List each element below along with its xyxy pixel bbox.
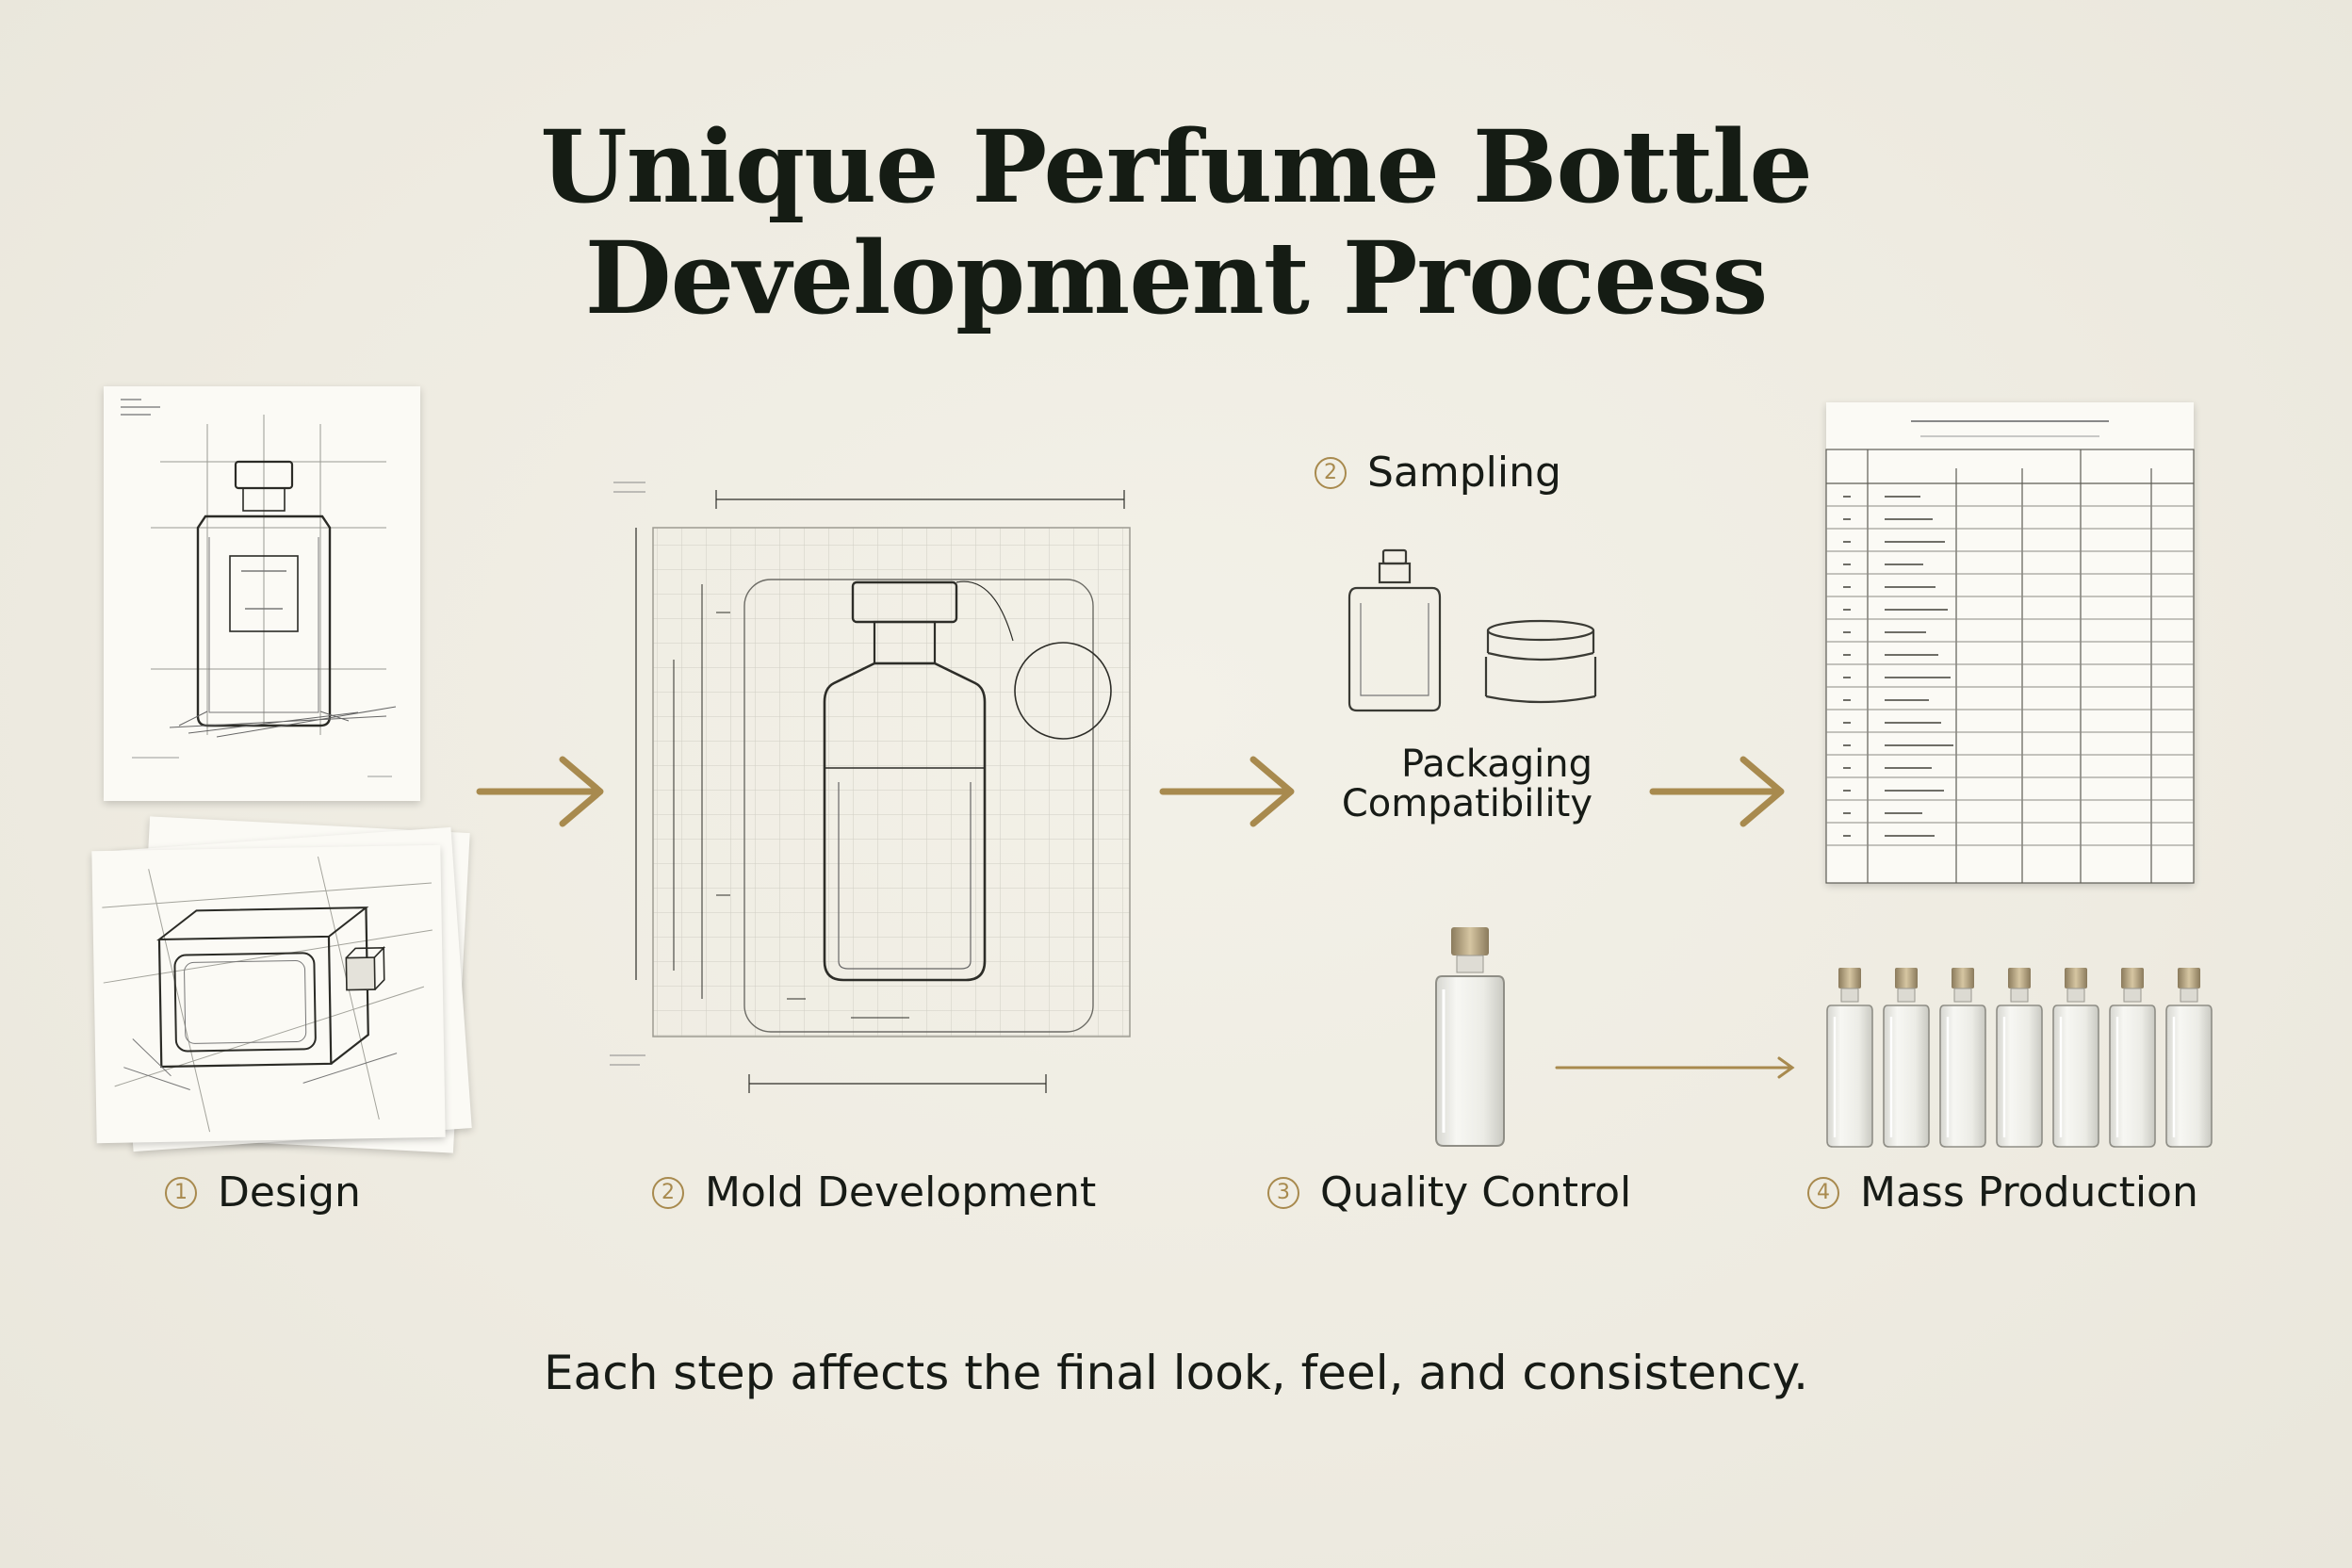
- mold-step-number: 2: [652, 1176, 684, 1209]
- packaging-line-1: Packaging: [1400, 743, 1592, 786]
- box-sketch-icon: [102, 856, 433, 1133]
- step-design: 1 Design: [165, 1168, 361, 1217]
- perfume-bottle-sketch-icon: [121, 399, 397, 777]
- mass-text: Mass Production: [1860, 1168, 2198, 1217]
- production-bottle-icon: [2052, 968, 2099, 1148]
- page-title: Unique Perfume Bottle Development Proces…: [0, 111, 2352, 334]
- title-line-1: Unique Perfume Bottle: [540, 107, 1813, 225]
- mold-blueprint-icon: [610, 482, 1131, 1093]
- production-bottle-icon: [2165, 968, 2213, 1148]
- title-line-2: Development Process: [584, 219, 1769, 336]
- quality-to-production-arrow: [1555, 1056, 1795, 1079]
- quality-step-number: 3: [1267, 1176, 1299, 1209]
- production-bottle-icon: [1883, 968, 1930, 1148]
- mass-step-number: 4: [1807, 1176, 1839, 1209]
- mass-production-bottles: [1823, 966, 2219, 1150]
- sampling-step-number: 2: [1315, 456, 1347, 489]
- flow-arrow-2: [1159, 756, 1295, 827]
- mold-text: Mold Development: [705, 1168, 1097, 1217]
- step-quality-control: 3 Quality Control: [1267, 1168, 1631, 1217]
- spec-sheet: [1825, 402, 2195, 884]
- design-text: Design: [218, 1168, 361, 1217]
- flow-arrow-1: [476, 756, 604, 827]
- footer-caption: Each step affects the final look, feel, …: [543, 1346, 1809, 1400]
- step-mold-development: 2 Mold Development: [652, 1168, 1096, 1217]
- packaging-line-2: Compatibility: [1341, 782, 1592, 825]
- sample-jar-icon: [1484, 619, 1597, 704]
- step-mass-production: 4 Mass Production: [1807, 1168, 2198, 1217]
- sampling-text: Sampling: [1367, 449, 1561, 497]
- design-sketch-sheet: [104, 386, 420, 801]
- design-step-number: 1: [165, 1176, 197, 1209]
- spec-sheet-icon: [1825, 420, 2195, 884]
- production-bottle-icon: [1939, 968, 1986, 1148]
- sample-bottle-icon: [1348, 548, 1442, 712]
- production-bottle-icon: [1826, 968, 1873, 1148]
- quality-text: Quality Control: [1320, 1168, 1632, 1217]
- production-bottle-icon: [2109, 968, 2156, 1148]
- flow-arrow-3: [1649, 756, 1785, 827]
- box-sketch-sheet: [91, 844, 446, 1144]
- packaging-compatibility-label: Packaging Compatibility: [1338, 744, 1592, 824]
- production-bottle-icon: [1996, 968, 2043, 1148]
- quality-control-bottle-icon: [1435, 927, 1505, 1147]
- sampling-label: 2 Sampling: [1315, 449, 1561, 497]
